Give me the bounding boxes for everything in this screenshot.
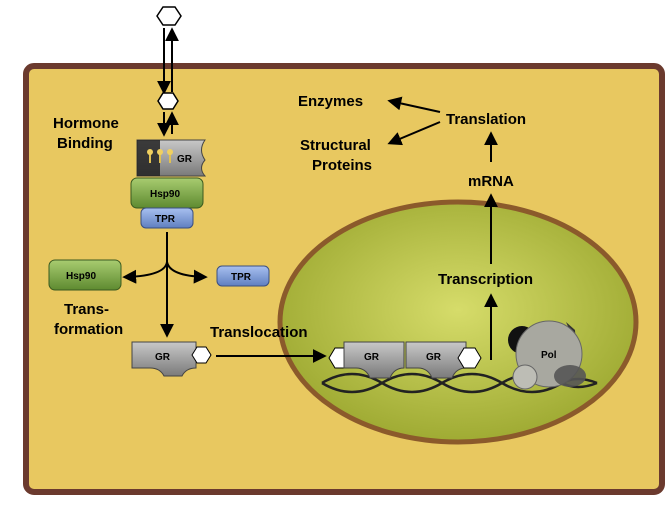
hsp90-label-released: Hsp90 [66,271,96,282]
nucleus [277,199,639,445]
gr-label-top: GR [177,154,193,165]
tpr-shape [140,207,194,229]
gr-label-activated: GR [155,352,171,363]
transcription-label: Transcription [438,271,533,288]
hormone-binding-label-2: Binding [57,135,113,152]
gr-dimer-right: GR [405,341,482,379]
enzymes-label: Enzymes [298,93,363,110]
tpr-label-released: TPR [231,272,252,283]
gr-label-dna-right: GR [426,352,442,363]
translation-to-enzymes-arrow [387,96,441,113]
structural-proteins-label-1: Structural [300,137,371,154]
hormone-binding-label-1: Hormone [53,115,119,132]
structural-proteins-label-2: Proteins [312,157,372,174]
tpr-released: TPR [216,265,270,287]
gr-receptor-complex: GR Hsp90 TPR [130,139,207,229]
rna-polymerase: Pol [508,320,586,390]
hormone-icon [156,6,182,26]
gr-activated: GR [131,341,212,377]
pol-label: Pol [541,350,557,361]
hsp90-released: Hsp90 [48,259,122,291]
hormone-inside-icon [157,92,179,110]
translation-to-proteins-arrow [387,121,441,146]
tpr-label-top: TPR [155,214,176,225]
mrna-label: mRNA [468,173,514,190]
gr-label-dna-left: GR [364,352,380,363]
transformation-label-2: formation [54,321,123,338]
transformation-label-1: Trans- [64,301,109,318]
hsp90-label-top: Hsp90 [150,189,180,200]
translation-label: Translation [446,111,526,128]
translocation-label: Translocation [210,324,308,341]
gr-dimer-left: GR [328,341,405,379]
